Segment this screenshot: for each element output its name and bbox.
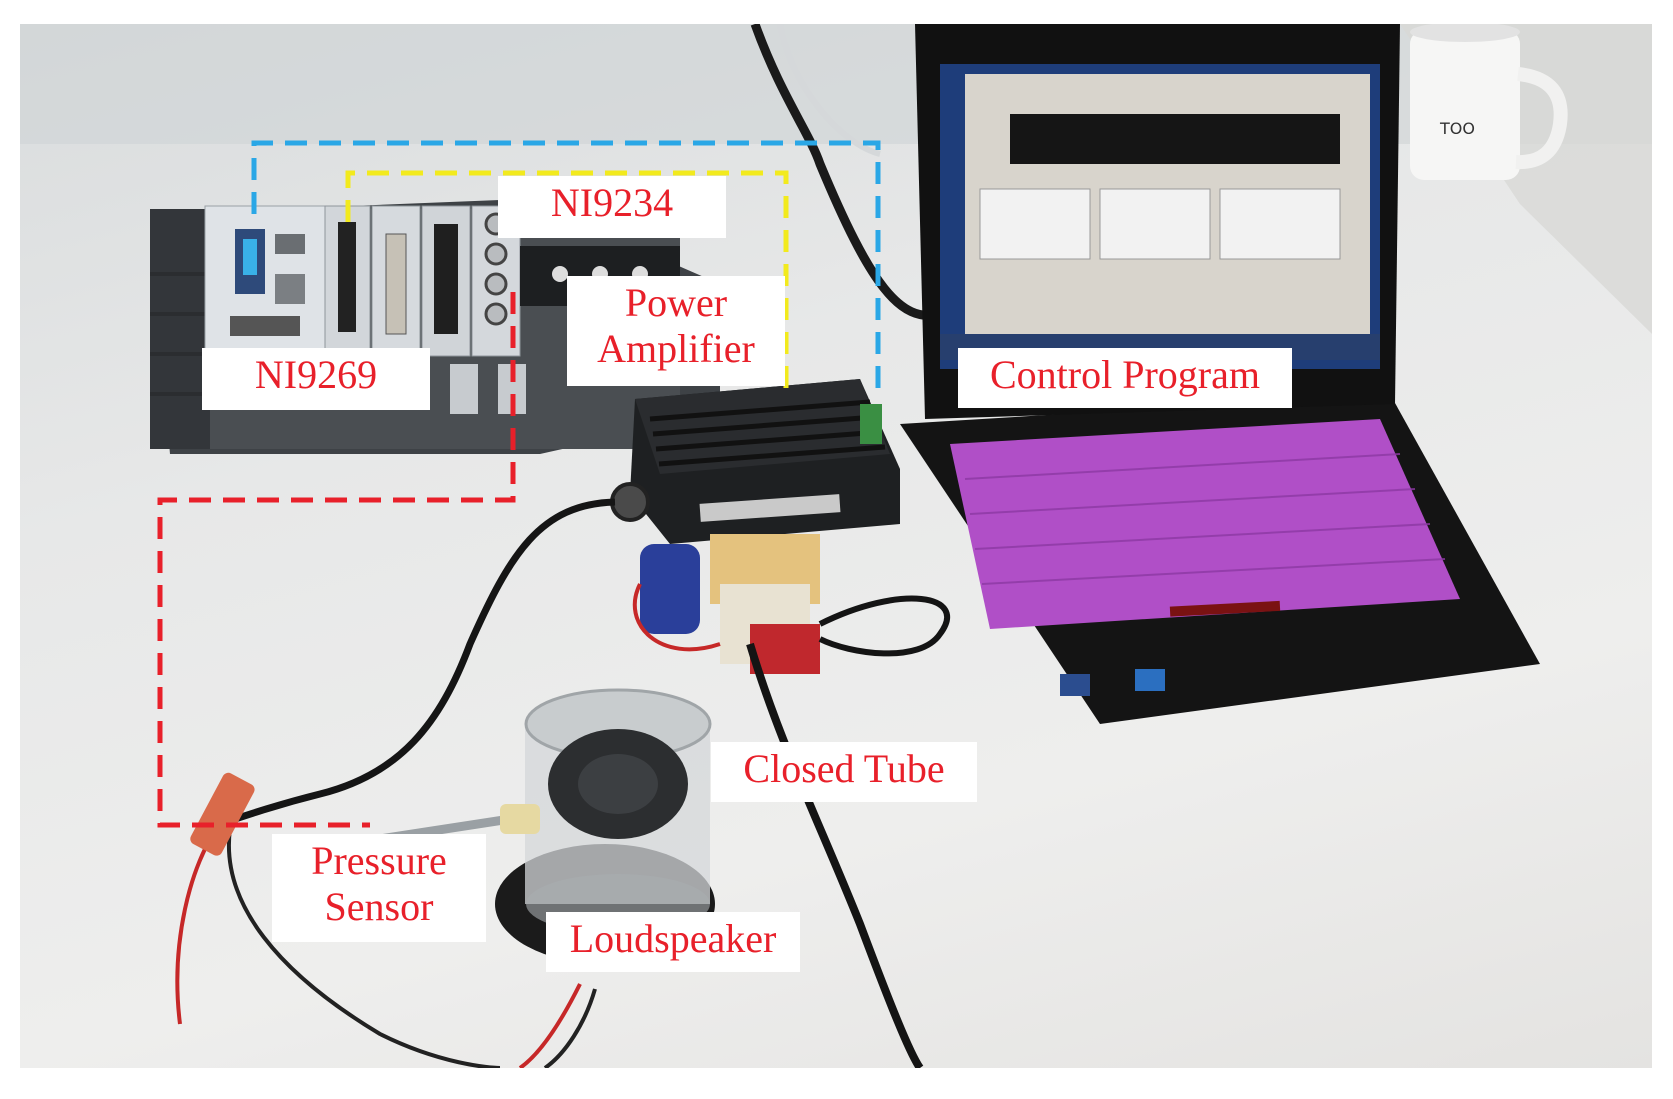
label-ni9269: NI9269: [202, 348, 430, 410]
sensor-connector: [190, 772, 255, 856]
experimental-setup-photo: TOO: [20, 24, 1652, 1068]
dashed-box-blue: [251, 140, 881, 399]
dashed-box-yellow: [345, 170, 789, 392]
transformer: [632, 534, 820, 674]
label-loudspeaker: Loudspeaker: [546, 912, 800, 972]
label-power-amplifier: Power Amplifier: [567, 276, 785, 386]
label-pressure-sensor: Pressure Sensor: [272, 834, 486, 942]
label-control-program: Control Program: [958, 348, 1292, 408]
mug: TOO: [1410, 24, 1568, 180]
scene-illustration: TOO: [20, 24, 1652, 1068]
label-closed-tube: Closed Tube: [711, 742, 977, 802]
svg-text:TOO: TOO: [1439, 119, 1475, 138]
power-amplifier: [610, 379, 900, 544]
label-ni9234: NI9234: [498, 176, 726, 238]
dashed-box-red: [157, 292, 516, 828]
laptop: [900, 24, 1540, 724]
